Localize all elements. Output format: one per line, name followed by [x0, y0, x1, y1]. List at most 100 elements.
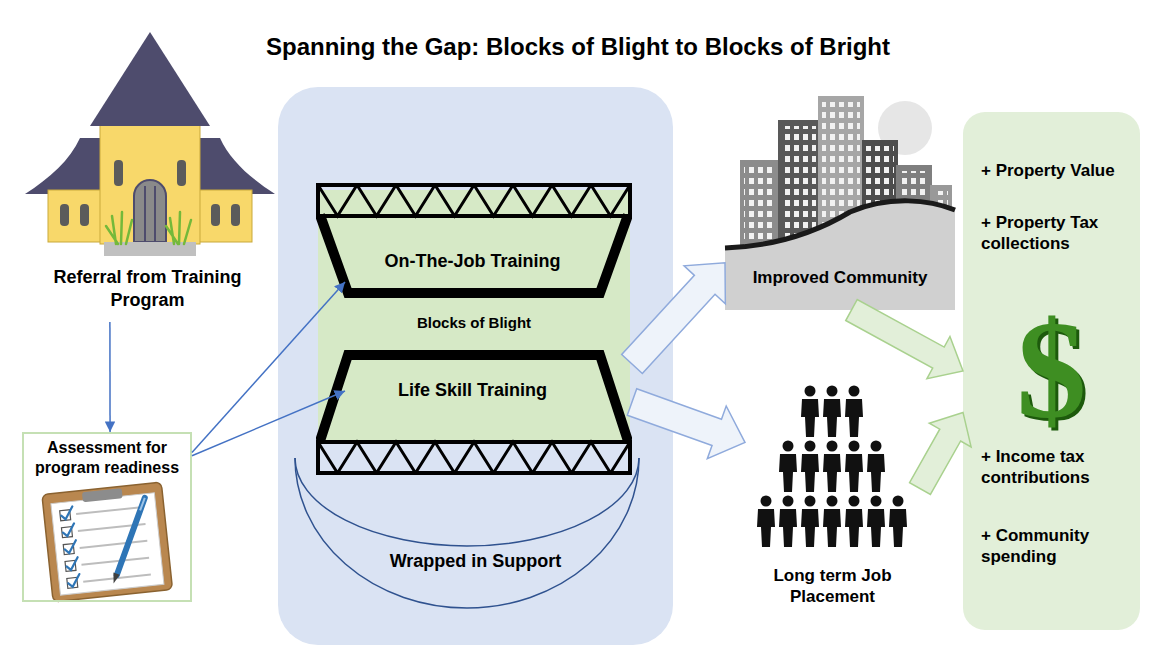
community-node: Improved Community — [725, 95, 955, 310]
people-pyramid-part — [827, 386, 838, 397]
people-pyramid-part — [779, 509, 797, 547]
people-pyramid — [757, 386, 907, 548]
text-slot: Assessment for program readiness — [28, 438, 186, 478]
node-label: Assessment for program readiness — [28, 438, 186, 478]
city-skyline-part — [725, 201, 955, 310]
node-label: Long term Job Placement — [745, 565, 920, 608]
people-pyramid-part — [783, 496, 794, 507]
node-label: Life Skill Training — [398, 379, 547, 402]
city-skyline-part-part — [744, 166, 776, 246]
city-skyline-part-part — [782, 126, 816, 246]
truss-web — [318, 442, 630, 473]
bridge-deck — [318, 190, 630, 440]
bridge-span: On-The-Job TrainingLife Skill Training Bl… — [316, 183, 632, 475]
block-arrow — [910, 412, 972, 494]
diagram-title: Spanning the Gap: Blocks of Blight to Bl… — [266, 32, 890, 62]
node-label: + Community spending — [981, 525, 1133, 568]
school-building — [25, 32, 275, 256]
text-slot: Referral from Training Program — [30, 266, 265, 311]
text-slot: Improved Community — [735, 267, 945, 288]
text-slot: + Income tax contributions — [981, 446, 1133, 489]
clipboard-icon-part-part — [81, 558, 149, 565]
clipboard-icon-part-part — [76, 507, 144, 514]
people-pyramid-part — [783, 441, 794, 452]
people-pyramid-part — [823, 399, 841, 437]
node-label: On-The-Job Training — [385, 250, 561, 273]
title-slot: Spanning the Gap: Blocks of Blight to Bl… — [0, 32, 1156, 62]
clipboard-icon-part-part — [60, 506, 73, 519]
node-label: Referral from Training Program — [30, 266, 265, 311]
people-pyramid-part — [889, 509, 907, 547]
people-pyramid-part — [805, 386, 816, 397]
people-pyramid-part — [805, 441, 816, 452]
people-pyramid-part — [823, 454, 841, 492]
school-building-part — [211, 204, 220, 226]
people-pyramid-part — [827, 496, 838, 507]
flow-arrow — [192, 391, 345, 456]
clipboard-icon-part-part — [66, 557, 79, 570]
block-arrow — [846, 299, 963, 378]
text-slot: + Property Value — [981, 160, 1133, 181]
people-pyramid-part — [827, 441, 838, 452]
node-label: + Property Tax collections — [981, 212, 1133, 255]
people-pyramid-part — [849, 441, 860, 452]
node-label: Blocks of Blight — [417, 314, 531, 333]
clipboard-icon-part-part — [80, 541, 148, 548]
text-slot: + Community spending — [981, 525, 1133, 568]
training-band: Life Skill Training — [345, 362, 600, 420]
school-building-part — [154, 186, 156, 242]
school-building-part — [134, 180, 166, 242]
node-label: + Income tax contributions — [981, 446, 1133, 489]
school-building-part — [166, 212, 191, 244]
people-pyramid-part — [871, 496, 882, 507]
truss-web — [318, 185, 630, 216]
assessment-box: Assessment for program readiness — [22, 432, 192, 602]
text-slot: + Property Tax collections — [981, 212, 1133, 255]
flow-arrow — [192, 282, 345, 452]
text-slot: $ — [963, 300, 1140, 440]
clipboard-icon-part-part — [67, 574, 80, 587]
people-pyramid-part — [871, 441, 882, 452]
people-pyramid-part — [845, 399, 863, 437]
text-slot: Wrapped in Support — [278, 550, 673, 573]
people-pyramid-part — [801, 399, 819, 437]
node-label: Wrapped in Support — [387, 550, 565, 573]
people-pyramid-part — [845, 509, 863, 547]
clipboard-icon-part-part — [64, 540, 77, 553]
node-label: Improved Community — [753, 267, 928, 288]
people-pyramid-part — [849, 386, 860, 397]
text-slot: Life Skill Training — [345, 379, 600, 402]
clipboard-icon-part — [51, 493, 164, 595]
people-pyramid-part — [849, 496, 860, 507]
clipboard-icon-part-part — [62, 523, 75, 536]
clipboard-icon-part — [109, 498, 153, 575]
flow-arrow — [109, 322, 111, 432]
benefits-panel: + Property Value + Property Tax collectio… — [963, 112, 1140, 630]
school-building-part — [100, 118, 200, 244]
bridge-beam — [320, 215, 628, 293]
referral-label: Referral from Training Program — [30, 262, 265, 322]
people-pyramid-part — [757, 509, 775, 547]
city-skyline-part — [725, 201, 955, 248]
text-slot: On-The-Job Training — [345, 250, 600, 273]
school-building-part — [231, 204, 240, 226]
people-pyramid-part — [805, 496, 816, 507]
truss-frame — [318, 185, 630, 216]
bridge-beam — [320, 355, 628, 441]
school-building-part — [177, 160, 186, 186]
node-label: + Property Value — [981, 160, 1115, 181]
clipboard-icon-part — [60, 506, 80, 587]
people-pyramid-part — [801, 509, 819, 547]
dollar-sign: $ — [1017, 300, 1087, 440]
support-panel: On-The-Job TrainingLife Skill Training Bl… — [278, 87, 673, 645]
people-pyramid-part — [867, 454, 885, 492]
people-pyramid-part — [867, 509, 885, 547]
clipboard-icon — [42, 482, 173, 602]
people-pyramid-part — [893, 496, 904, 507]
school-building-part — [106, 212, 132, 244]
people-pyramid-part — [845, 454, 863, 492]
job-placement-node: Long term Job Placement — [745, 385, 920, 615]
clipboard-icon-part — [42, 482, 173, 602]
block-arrow — [627, 389, 745, 459]
